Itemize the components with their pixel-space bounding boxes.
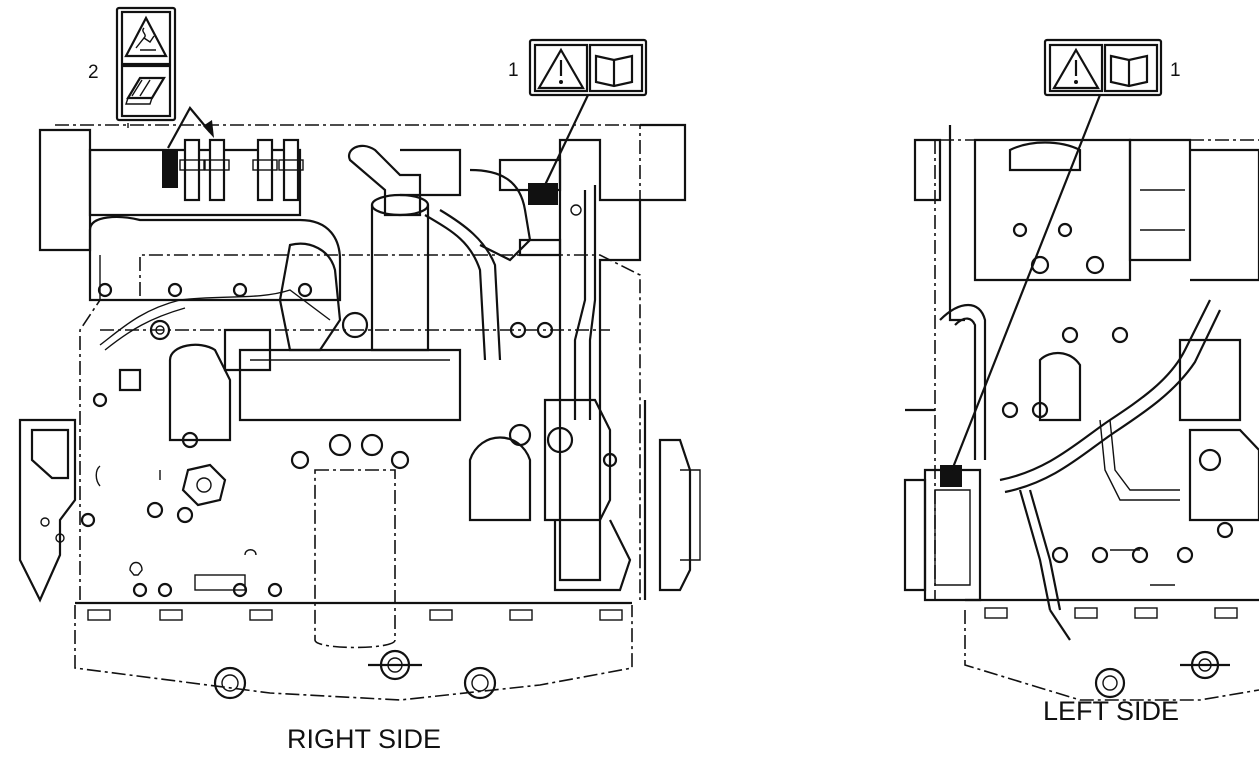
open-book-icon (1109, 54, 1149, 88)
open-book-icon (594, 54, 634, 88)
block-bosses (80, 319, 618, 598)
decal-1-location-marker-left (940, 465, 962, 487)
decal-1-location-marker-right (528, 183, 558, 205)
decal-1-right (528, 38, 648, 97)
injector-row (179, 138, 304, 202)
decal-2 (115, 6, 177, 122)
callout-2-right: 2 (88, 62, 99, 83)
warning-triangle-icon (537, 47, 585, 90)
callout-1-left: 1 (1170, 60, 1181, 81)
callout-1-right: 1 (508, 60, 519, 81)
left-side-engine-drawing (903, 125, 1259, 701)
decal-2-location-marker (162, 150, 178, 188)
block-bosses-left (1001, 222, 1234, 564)
book-icon (125, 76, 166, 105)
hot-surface-hand-icon (124, 15, 168, 58)
caption-left-side: LEFT SIDE (1043, 696, 1179, 726)
right-side-engine-drawing (18, 123, 701, 701)
drain-plug (213, 649, 497, 700)
warning-triangle-icon (1052, 47, 1100, 90)
caption-right-side: RIGHT SIDE (287, 724, 441, 754)
decal-1-left (1043, 38, 1163, 97)
